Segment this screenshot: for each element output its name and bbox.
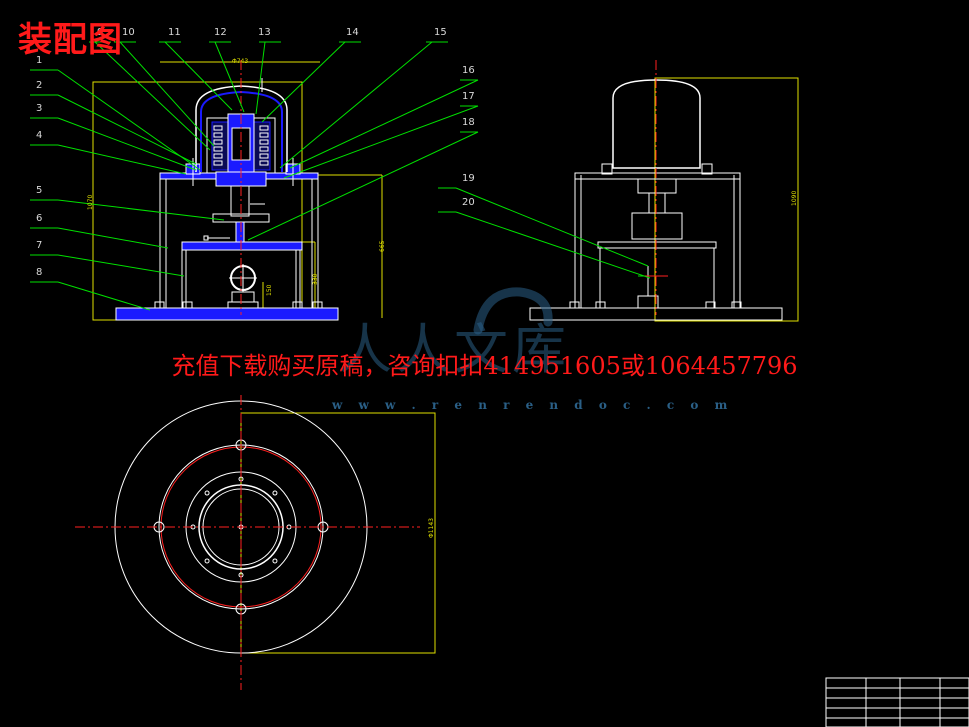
dim-side-height: 1090	[791, 191, 798, 206]
part-label: 16	[462, 65, 475, 76]
part-label: 3	[36, 103, 42, 114]
leader-line	[164, 41, 233, 111]
leader-line	[57, 94, 197, 165]
side-upper-plate	[574, 172, 741, 180]
part-label: 11	[168, 27, 181, 38]
leader-line	[455, 211, 651, 279]
front-coil-left	[213, 153, 223, 159]
side-foot	[731, 301, 742, 309]
title-block	[825, 677, 969, 727]
part-label: 6	[36, 213, 42, 224]
contact-banner: 充值下载购买原稿，咨询扣扣414951605或1064457796	[171, 352, 798, 380]
front-wheel-support	[231, 291, 255, 303]
leader-line	[57, 227, 169, 249]
part-label: 10	[122, 27, 135, 38]
front-wheel-base	[227, 301, 259, 309]
part-label: 9	[97, 27, 103, 38]
part-label: 19	[462, 173, 475, 184]
side-bolt	[701, 163, 713, 175]
leader-line	[255, 41, 266, 115]
front-coil-right	[259, 132, 269, 138]
front-coil-right	[259, 125, 269, 131]
front-coil-right	[259, 146, 269, 152]
drawing-title: 装配图	[18, 20, 123, 60]
side-flange	[637, 178, 677, 194]
leader-line	[57, 144, 187, 175]
leader-line	[214, 41, 245, 113]
front-coil-left	[213, 132, 223, 138]
front-coil-left	[213, 139, 223, 145]
top-bolt-hole	[204, 490, 210, 496]
leader-line	[289, 79, 479, 169]
side-dim-frame	[654, 77, 799, 322]
front-shaft-lower	[235, 221, 245, 245]
part-label: 1	[36, 55, 42, 66]
side-bolt	[601, 163, 613, 175]
leader-line	[279, 41, 433, 169]
part-label: 20	[462, 197, 475, 208]
leader-line	[57, 254, 185, 277]
front-coil-left	[213, 146, 223, 152]
watermark-url: w w w . r e n r e n d o c . c o m	[332, 398, 734, 412]
top-bolt-hole	[272, 490, 278, 496]
part-label: 15	[434, 27, 447, 38]
watermark-text: 人人文库	[338, 318, 570, 381]
dim-front-height: 1070	[87, 195, 94, 210]
dim-front-330: 330	[312, 273, 319, 285]
part-label: 7	[36, 240, 42, 251]
front-coil-right	[259, 139, 269, 145]
part-label: 13	[258, 27, 271, 38]
front-coil-left	[213, 125, 223, 131]
part-label: 5	[36, 185, 42, 196]
front-coil-right	[259, 153, 269, 159]
top-bolt-hole	[204, 558, 210, 564]
dim-front-width: Φ743	[232, 58, 248, 65]
side-shaft	[648, 192, 666, 214]
front-coil-right	[259, 160, 269, 166]
side-foot	[705, 301, 716, 309]
part-label: 2	[36, 80, 42, 91]
leader-line	[455, 187, 649, 267]
part-label: 17	[462, 91, 475, 102]
top-dim-frame	[240, 412, 436, 654]
dim-front-150: 150	[266, 284, 273, 296]
leader-line	[57, 199, 225, 221]
front-lever-knob	[203, 235, 209, 241]
leader-line	[57, 69, 201, 171]
side-block	[631, 212, 683, 240]
dim-front-665: 665	[379, 240, 386, 252]
watermark-logo	[473, 287, 553, 335]
leader-line	[261, 41, 346, 123]
leader-line	[94, 41, 211, 151]
front-foot	[182, 301, 193, 309]
part-label: 18	[462, 117, 475, 128]
part-label: 12	[214, 27, 227, 38]
front-base-plate	[115, 307, 339, 321]
front-shaft-upper	[230, 185, 250, 217]
part-label: 4	[36, 130, 42, 141]
front-table-top	[181, 241, 303, 251]
dim-top-diameter: Φ1143	[428, 518, 435, 538]
top-bolt-hole	[272, 558, 278, 564]
leader-line	[119, 41, 215, 147]
watermark-swirl	[473, 287, 553, 335]
side-table-top	[597, 241, 717, 249]
leader-line	[283, 105, 479, 179]
leader-line	[57, 117, 197, 171]
leader-line	[247, 131, 479, 241]
front-coil-left	[213, 160, 223, 166]
front-foot	[292, 301, 303, 309]
leader-line	[57, 281, 151, 311]
part-label: 14	[346, 27, 359, 38]
part-label: 8	[36, 267, 42, 278]
